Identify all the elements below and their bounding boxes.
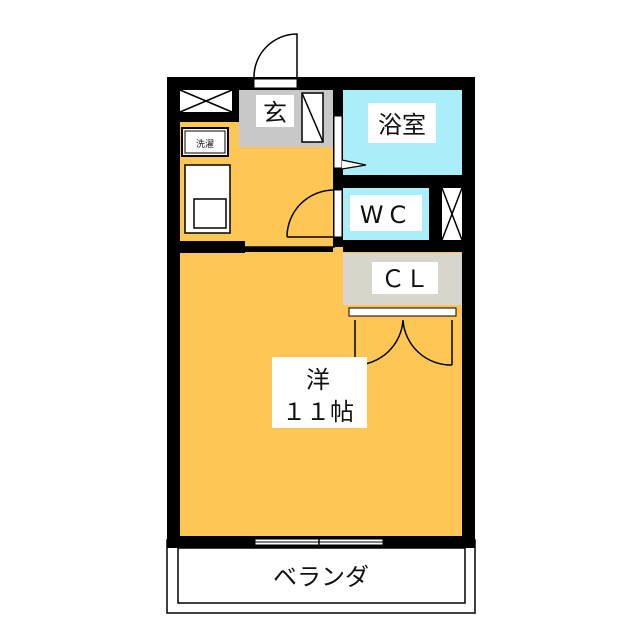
sink-icon — [193, 198, 227, 229]
entrance-label: 玄 — [263, 99, 287, 127]
partition-wall — [180, 241, 245, 253]
closet-door-swing-icon — [354, 319, 453, 366]
door-swing-icon — [286, 189, 335, 238]
shaft-x-icon — [441, 187, 463, 241]
storage-x-icon — [179, 89, 233, 113]
veranda-area — [177, 547, 466, 604]
door-arrow-icon — [341, 159, 367, 170]
front-door — [253, 78, 298, 89]
toilet-label-bg — [350, 195, 422, 231]
room-label-bg — [272, 357, 367, 428]
laundry-space — [181, 127, 229, 157]
closet-label: ＣＬ — [381, 265, 429, 293]
bathroom-label-bg — [368, 103, 436, 143]
toilet-door — [333, 189, 343, 238]
laundry-label: 洗濯 — [196, 138, 214, 150]
room-size-label: １１帖 — [282, 398, 354, 426]
room-label: 洋 — [306, 366, 330, 394]
closet-door — [348, 307, 457, 317]
bathroom-label: 浴室 — [378, 111, 426, 139]
entrance-label-bg — [256, 95, 294, 127]
closet-label-bg — [372, 262, 438, 294]
veranda-label: ベランダ — [273, 563, 369, 591]
toilet-label: WC — [360, 201, 413, 229]
door-swing-icon — [253, 33, 298, 78]
bathroom-door — [333, 115, 343, 169]
